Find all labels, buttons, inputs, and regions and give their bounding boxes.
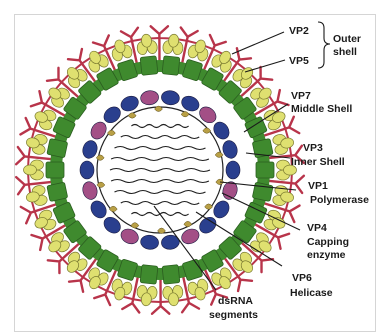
label-dsrna-line1: dsRNA xyxy=(218,295,253,307)
vp7-block xyxy=(252,182,273,201)
label-vp2: VP2 xyxy=(289,25,309,37)
vp5-trimer xyxy=(23,160,43,180)
vp7-block xyxy=(162,265,180,285)
label-polymerase: Polymerase xyxy=(310,194,369,206)
label-vp5: VP5 xyxy=(289,55,309,67)
vp5-trimer xyxy=(162,34,183,55)
vp7-block xyxy=(256,162,274,178)
label-capping-line1: Capping xyxy=(307,236,349,248)
vp7-block xyxy=(47,182,68,201)
leader-vp2 xyxy=(232,32,284,54)
label-outer-shell-line2: shell xyxy=(333,46,357,58)
label-inner-shell: Inner Shell xyxy=(291,156,345,168)
vp3-subunit xyxy=(80,161,94,179)
vp5-trimer xyxy=(136,285,157,306)
label-vp3: VP3 xyxy=(303,142,323,154)
vp7-block xyxy=(47,138,68,157)
leader-outer-brace xyxy=(318,22,330,68)
vp7-block xyxy=(46,162,64,178)
vp5-trimer xyxy=(137,34,158,55)
label-vp7: VP7 xyxy=(291,90,311,102)
vp7-block xyxy=(140,265,158,285)
vp5-lobe xyxy=(23,165,36,175)
label-helicase: Helicase xyxy=(290,287,333,299)
label-outer-shell-line1: Outer xyxy=(333,33,361,45)
label-vp1: VP1 xyxy=(308,180,328,192)
vp5-trimer xyxy=(162,285,183,306)
vp7-block xyxy=(140,56,158,76)
label-vp6: VP6 xyxy=(292,272,312,284)
leader-vp5 xyxy=(245,60,285,72)
vp7-block xyxy=(162,56,180,76)
label-middle-shell: Middle Shell xyxy=(291,103,352,115)
label-vp4: VP4 xyxy=(307,222,327,234)
label-dsrna-line2: segments xyxy=(209,309,258,321)
vp3-subunit xyxy=(226,161,240,179)
label-capping-line2: enzyme xyxy=(307,249,346,261)
